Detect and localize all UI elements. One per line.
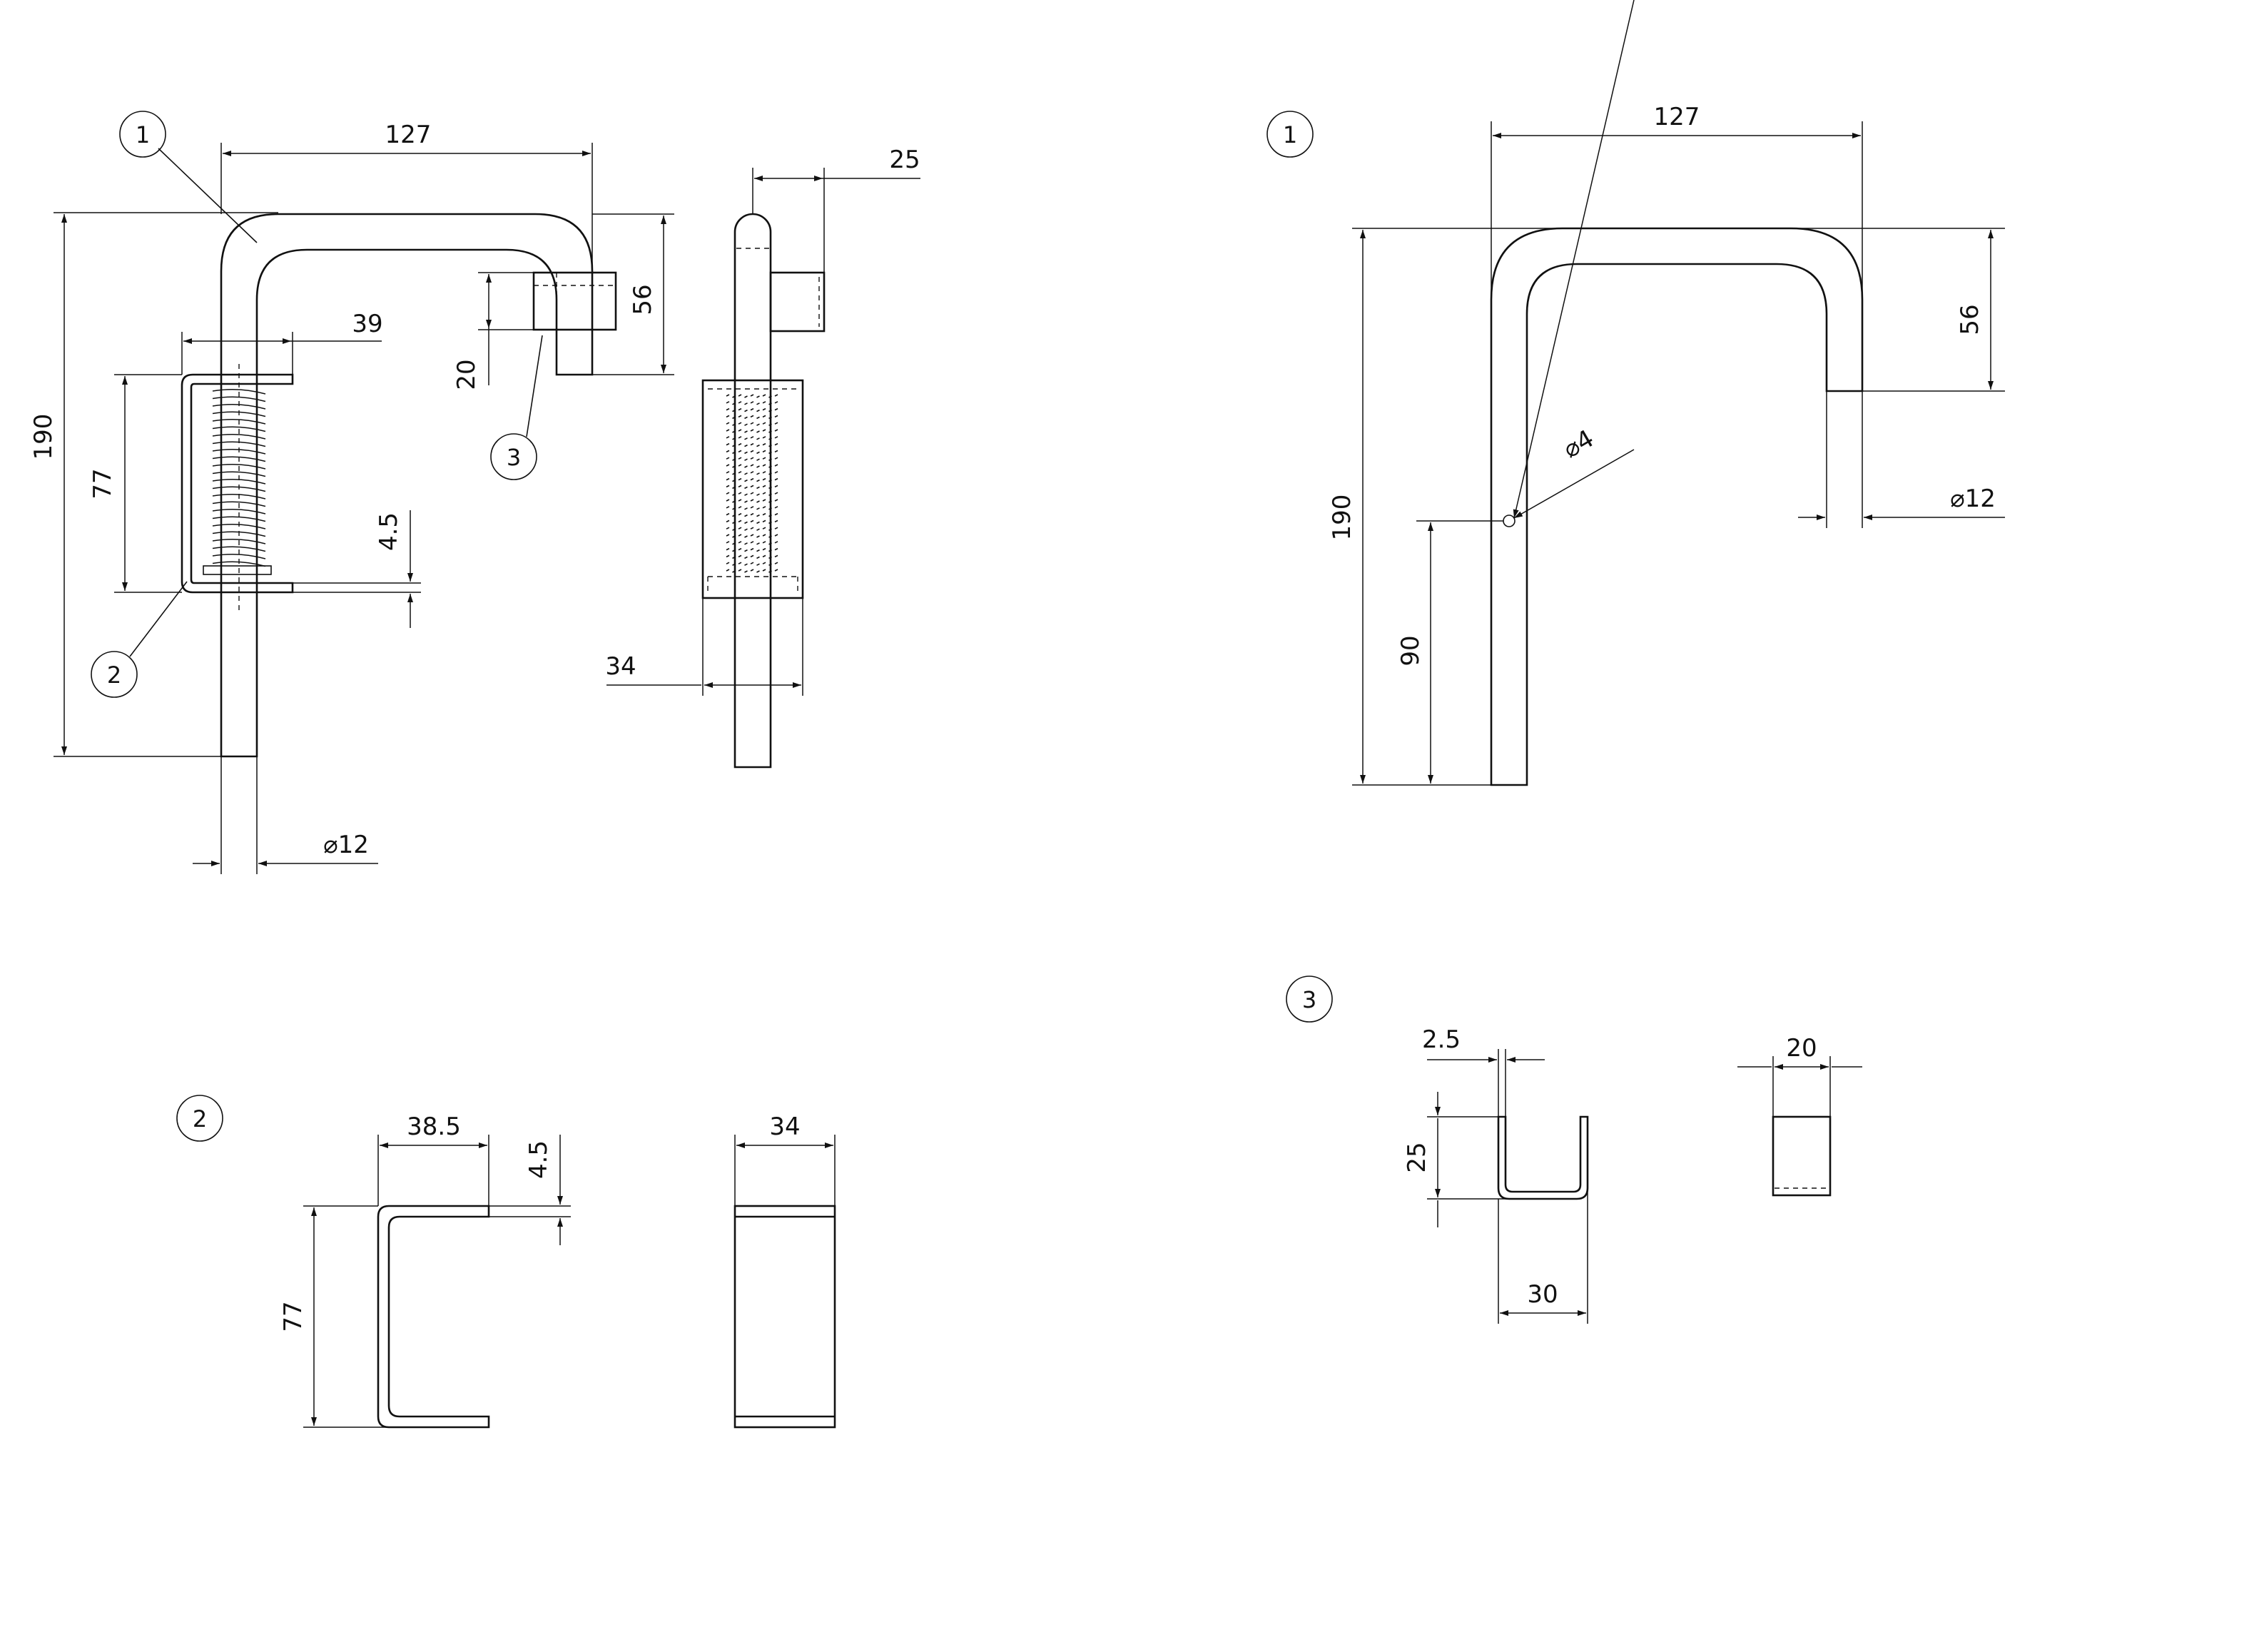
- spring-coil-side: [726, 464, 778, 468]
- part-2-dim-side-width-34: 34: [769, 1113, 800, 1141]
- part-3-label: 3: [1302, 986, 1316, 1013]
- callout-3-label: 3: [507, 444, 521, 471]
- part-2-bracket-profile: [377, 1205, 490, 1429]
- part-1-label: 1: [1283, 121, 1297, 148]
- housing-side: [701, 379, 804, 599]
- spring-coil: [212, 501, 266, 507]
- rod-side-contour: [733, 213, 772, 769]
- part-1-bubble: [1266, 111, 1314, 158]
- part-1-dim-hole-diameter-4: ⌀4: [1558, 425, 1598, 465]
- part-3-side-profile: [1772, 1115, 1832, 1197]
- spring-coil-side: [726, 407, 778, 412]
- rod-outer-contour: [220, 213, 594, 758]
- dim-catch-offset-20: 20: [452, 359, 481, 390]
- spring-coil-side: [726, 520, 778, 525]
- spring-coil: [212, 508, 266, 515]
- part-1-dim-width-127: 127: [1654, 103, 1700, 131]
- spring-coil-side: [726, 554, 778, 559]
- spring-coil: [212, 396, 266, 402]
- callout-1-bubble: [119, 111, 166, 158]
- part-3-bubble: [1286, 976, 1333, 1023]
- part-3-dim-thickness-2-5: 2.5: [1422, 1025, 1461, 1054]
- spring-coil: [212, 546, 266, 552]
- spring-coil-side: [726, 506, 778, 510]
- part-1-pin-hole: [1503, 515, 1516, 527]
- spring-coil: [212, 426, 266, 432]
- spring-coil-side: [726, 485, 778, 490]
- spring-coil: [212, 538, 266, 544]
- spring-coil-side: [726, 527, 778, 531]
- spring-side-view: [726, 394, 778, 573]
- spring-coil: [212, 388, 266, 395]
- spring-coil-side: [726, 401, 778, 405]
- spring-coil-side: [726, 394, 778, 398]
- part-2-dim-width-38-5: 38.5: [407, 1113, 461, 1141]
- spring-coil-side: [726, 534, 778, 538]
- spring-coil-side: [726, 547, 778, 552]
- spring-coil-side: [726, 512, 778, 517]
- dim-housing-width-39: 39: [352, 310, 382, 338]
- dim-side-catch-width-25: 25: [889, 146, 920, 174]
- part-1-dim-hook-depth-56: 56: [1956, 304, 1984, 335]
- spring-coil-side: [726, 471, 778, 475]
- dim-plate-thickness-4-5: 4.5: [375, 512, 403, 551]
- spring-coil-side: [726, 541, 778, 545]
- spring-coil-side: [726, 429, 778, 433]
- assembly-side-view: 25 34: [605, 146, 920, 769]
- spring-coil-side: [726, 477, 778, 482]
- callout-2-bubble: [91, 651, 138, 698]
- part-3-detail-view: 3 2.5 25 30 20: [1286, 976, 1862, 1324]
- part-1-dim-hole-height-90: 90: [1396, 635, 1425, 666]
- spring-coil-side: [726, 422, 778, 426]
- part-3-dim-height-25: 25: [1403, 1142, 1431, 1172]
- part-2-detail-view: 2 38.5 4.5 77 34: [176, 1095, 836, 1429]
- spring-coil: [212, 433, 266, 440]
- dim-hook-depth-56: 56: [629, 284, 657, 315]
- dim-width-127: 127: [385, 121, 432, 149]
- spring-coil-side: [726, 569, 778, 573]
- spring-coil-side: [726, 450, 778, 455]
- spring-coil-side: [726, 415, 778, 420]
- assembly-front-view: 127 190 39 77 4.5 ⌀12 20: [29, 111, 674, 874]
- dim-height-190: 190: [29, 414, 58, 460]
- dim-housing-height-77: 77: [88, 468, 117, 499]
- part-2-side-profile: [733, 1205, 836, 1429]
- spring-coil-side: [726, 499, 778, 503]
- catch-side: [769, 271, 826, 333]
- housing-bracket: [181, 373, 294, 594]
- part-2-label: 2: [193, 1105, 207, 1132]
- spring-coil-side: [726, 442, 778, 447]
- part-3-dim-side-width-20: 20: [1786, 1034, 1817, 1063]
- part-2-dim-height-77: 77: [279, 1301, 308, 1332]
- spring-coil-side: [726, 436, 778, 440]
- part-2-bubble: [176, 1095, 223, 1142]
- catch-block: [532, 271, 617, 331]
- callout-1-label: 1: [136, 121, 150, 148]
- dim-side-housing-width-34: 34: [605, 652, 636, 681]
- part-2-dim-thickness-4-5: 4.5: [524, 1140, 553, 1179]
- callout-2-label: 2: [107, 662, 121, 689]
- part-1-dim-rod-diameter-12: ⌀12: [1950, 485, 1996, 513]
- callout-3-bubble: [490, 433, 537, 480]
- spring-coil-side: [726, 562, 778, 566]
- spring-coil: [212, 553, 266, 559]
- spring-coil: [212, 471, 266, 477]
- spring-coil-side: [726, 492, 778, 496]
- spring-coil: [212, 463, 266, 470]
- part-1-detail-view: 1 127 190 56 90 ⌀4 ⌀12: [1266, 0, 2005, 786]
- spring-coil-side: [726, 457, 778, 461]
- dim-rod-diameter-12: ⌀12: [323, 831, 369, 859]
- part-3-dim-width-30: 30: [1527, 1280, 1558, 1309]
- spring-washer: [203, 565, 272, 575]
- part-1-dim-height-190: 190: [1328, 495, 1356, 541]
- part-3-channel-profile: [1497, 1115, 1589, 1200]
- part-1-rod-contour: [1490, 227, 1864, 786]
